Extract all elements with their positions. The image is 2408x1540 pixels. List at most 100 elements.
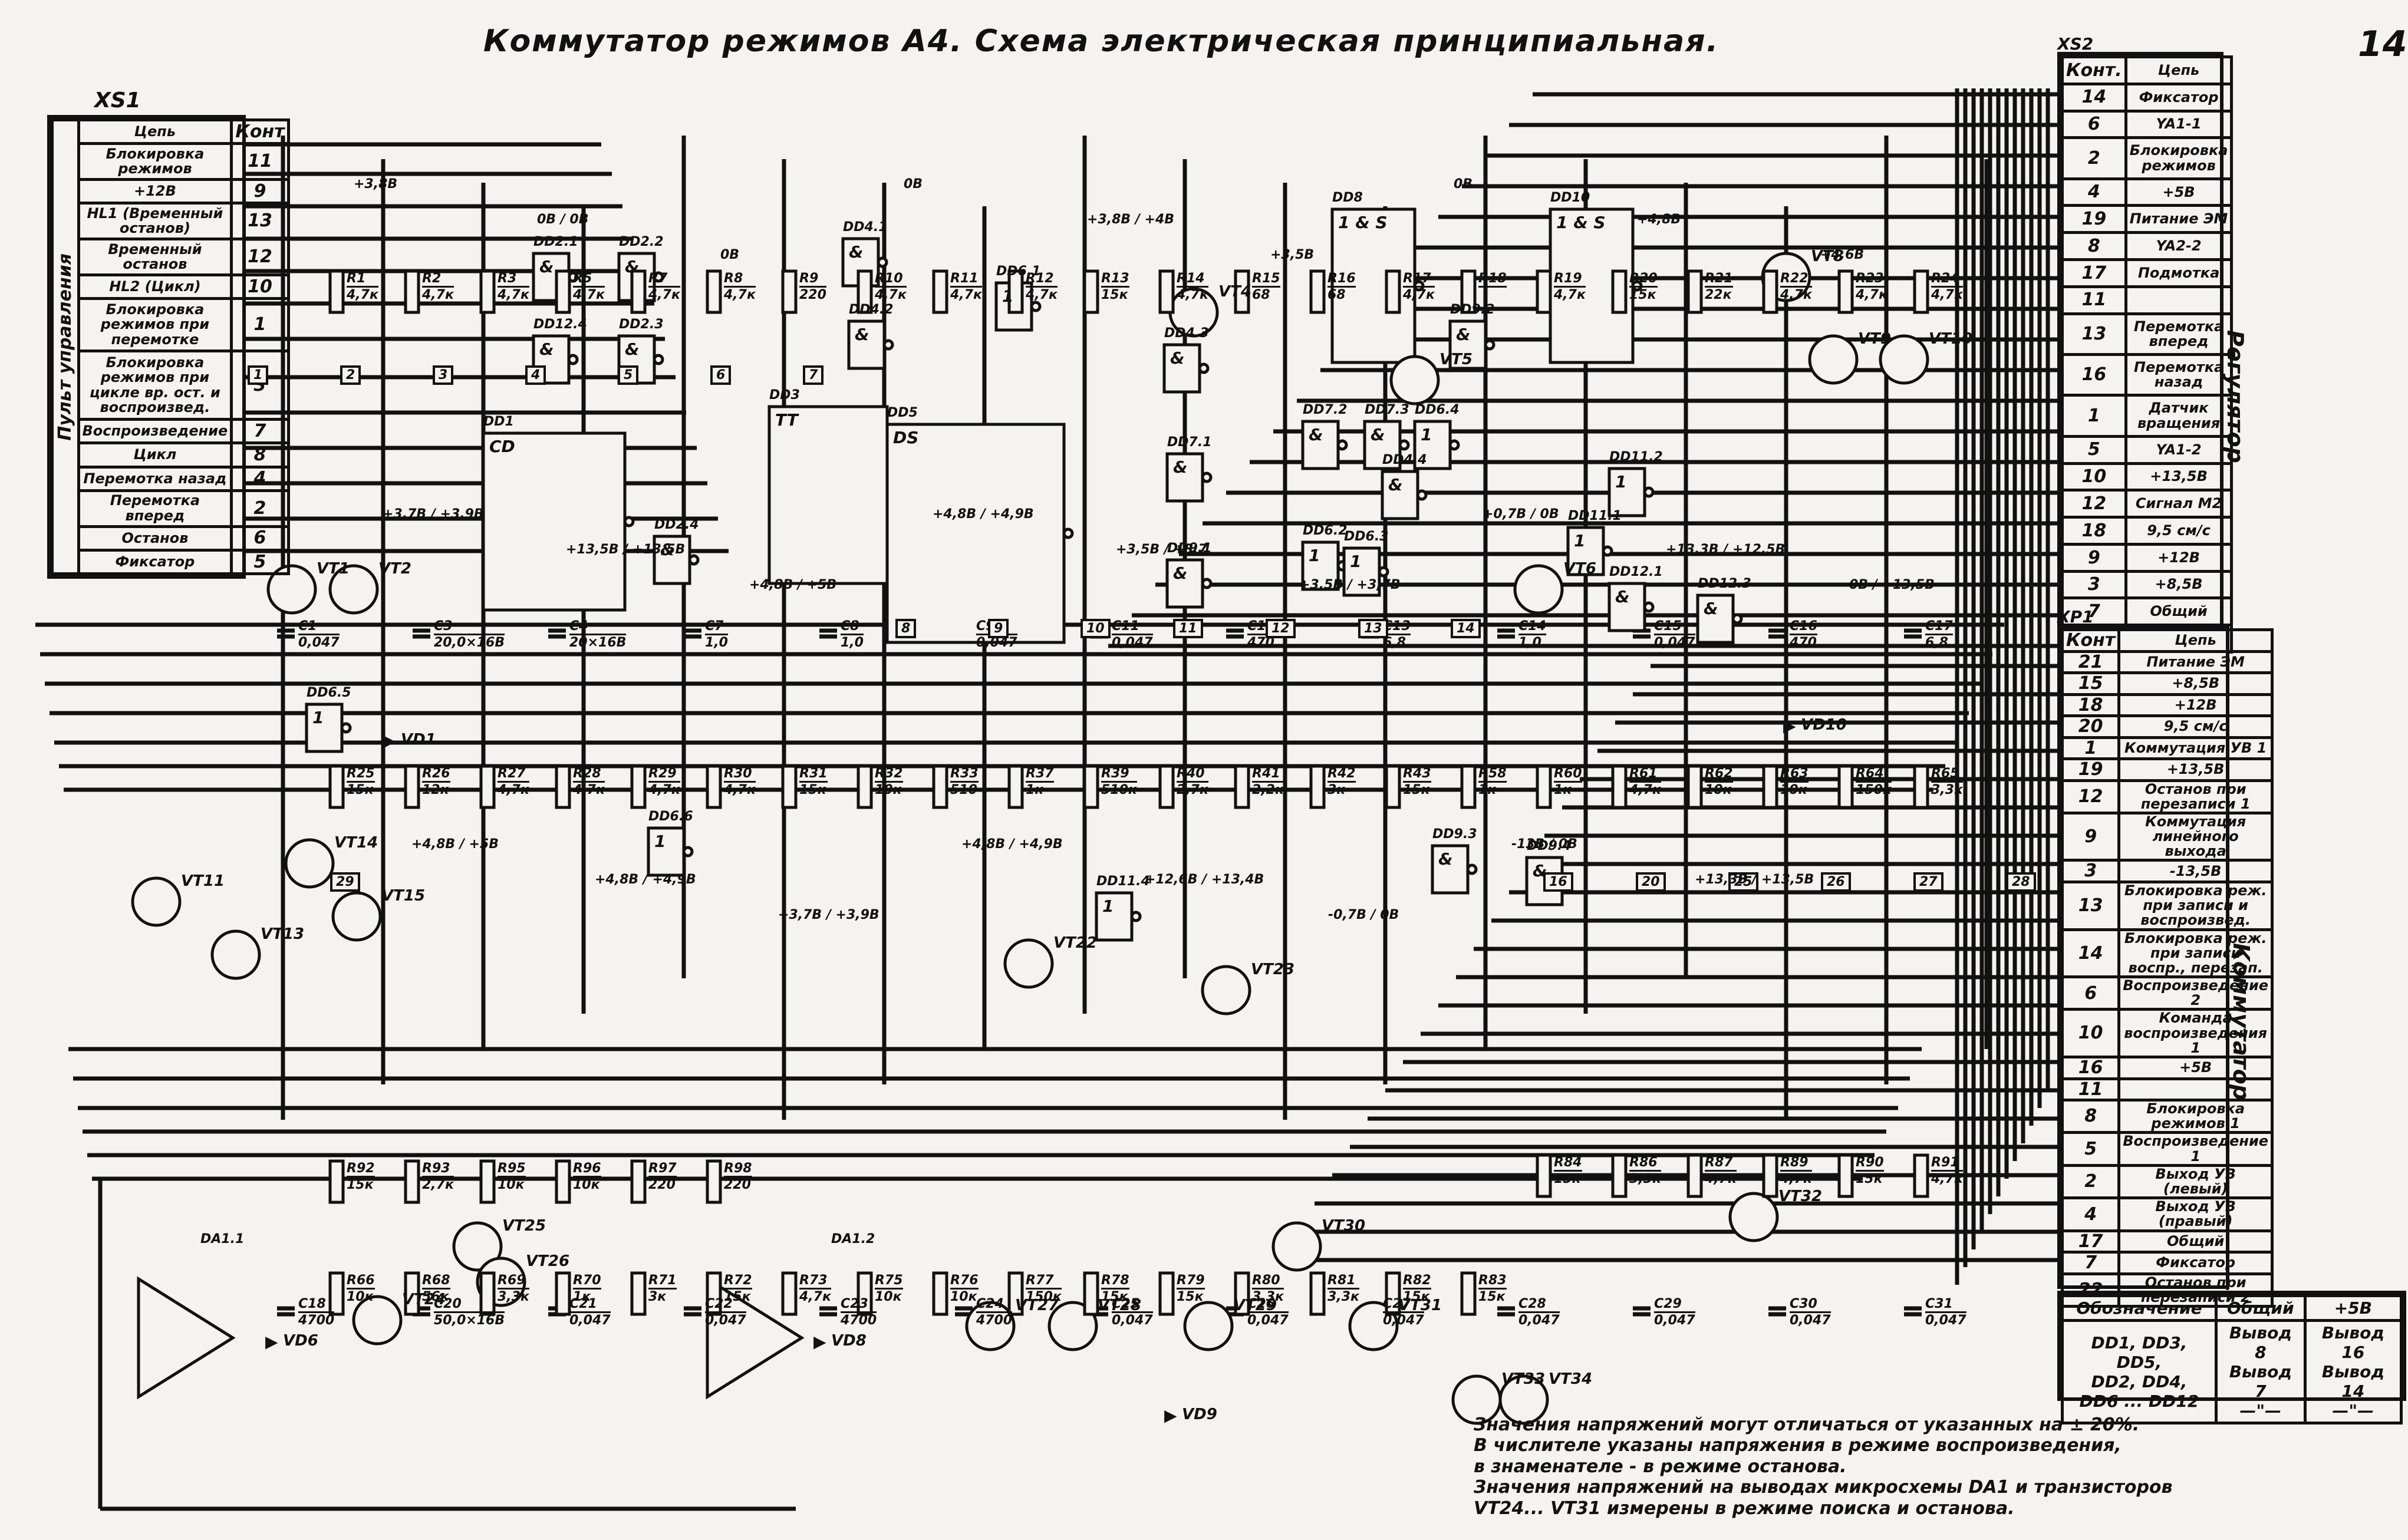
- capacitor-value: 0,047: [298, 635, 340, 650]
- inverter-bubble: [1378, 566, 1389, 578]
- xp1-pin: 10: [2060, 1008, 2121, 1058]
- resistor-symbol: [1234, 269, 1250, 314]
- ic-ref-label: DD6.3: [1344, 529, 1389, 544]
- resistor-symbol: [1536, 764, 1552, 809]
- ic-function-label: 1: [1002, 286, 1014, 306]
- resistor-ref: R63: [1780, 766, 1809, 783]
- xs2-pin: 5: [2061, 434, 2127, 465]
- resistor-ref: R9: [799, 271, 826, 288]
- capacitor-ref: C7: [705, 619, 728, 635]
- resistor-symbol: [1158, 269, 1175, 314]
- xs2-circuit: Общий: [2124, 596, 2234, 627]
- capacitor-ref: C21: [569, 1297, 611, 1313]
- xp1-pin: 8: [2060, 1098, 2121, 1135]
- resistor-value: 4,7к: [799, 1290, 831, 1304]
- resistor-ref: R87: [1705, 1155, 1737, 1172]
- resistor-symbol: [328, 764, 345, 809]
- ic-function-label: &: [1170, 348, 1185, 368]
- xp1-circuit: Воспроизведение 2: [2117, 975, 2274, 1011]
- ic-ref-label: DD6.2: [1303, 523, 1348, 538]
- transistor-symbol: [1808, 334, 1859, 385]
- capacitor-value: 4700: [298, 1313, 335, 1328]
- ic-ref-label: DD7.3: [1365, 403, 1409, 417]
- xp1-pin: 4: [2060, 1196, 2121, 1232]
- capacitor-value: 0,047: [1790, 1313, 1831, 1328]
- ic-body: [1448, 319, 1487, 370]
- xp1-circuit: +5В: [2117, 1056, 2274, 1080]
- xp1-side-label: Коммутатор: [2228, 943, 2254, 1101]
- inverter-bubble: [653, 354, 664, 365]
- ic-function-label: &: [1173, 563, 1188, 583]
- resistor-ref: R3: [498, 271, 529, 288]
- xp1-pin: 20: [2060, 714, 2121, 739]
- op-amp-symbol: [137, 1276, 236, 1400]
- voltage-label: -0,7В / 0В: [1328, 908, 1399, 922]
- ic-ref-label: DD11.2: [1609, 450, 1663, 464]
- transistor-symbol: [352, 1295, 403, 1346]
- xp1-circuit: +13,5В: [2117, 757, 2274, 782]
- resistor-value: 4,7к: [950, 288, 982, 302]
- xs2-row: 9+12В: [2061, 542, 2234, 573]
- resistor-symbol: [1611, 1153, 1628, 1198]
- resistor-symbol: [1837, 269, 1854, 314]
- xs2-pin: 12: [2061, 489, 2127, 519]
- transistor-ref-label: VT2: [378, 560, 411, 578]
- ic-ref-label: DD11.4: [1096, 874, 1150, 889]
- transistor-symbol: [1003, 938, 1054, 989]
- capacitor-ref: C23: [841, 1297, 877, 1313]
- transistor-symbol: [328, 564, 379, 615]
- resistor-symbol: [555, 269, 571, 314]
- resistor-ref: R76: [950, 1273, 979, 1290]
- inverter-bubble: [340, 722, 352, 734]
- xs1-pin: 7: [230, 418, 290, 445]
- resistor-value: 15к: [1554, 1172, 1581, 1186]
- diode-ref-label: VD6: [283, 1332, 318, 1350]
- resistor-symbol: [1686, 1153, 1703, 1198]
- voltage-label: +13,3В / +12,5В: [1666, 542, 1786, 557]
- capacitor-value: 1,0: [705, 635, 728, 650]
- transistor-symbol: [1513, 564, 1564, 615]
- transistor-ref-label: VT10: [1929, 330, 1973, 348]
- ic-ref-label: DD6.5: [307, 685, 351, 700]
- power-table-ic-group: DD1, DD3, DD5,: [2091, 1333, 2188, 1372]
- resistor-value: 2,7к: [422, 1178, 454, 1192]
- capacitor-value: 20×16В: [569, 635, 627, 650]
- resistor-symbol: [1385, 1271, 1401, 1316]
- xp1-pin: 15: [2060, 671, 2121, 696]
- resistor-ref: R80: [1252, 1273, 1284, 1290]
- resistor-ref: R8: [724, 271, 756, 288]
- resistor-symbol: [1007, 1271, 1024, 1316]
- net-tag: 3: [433, 365, 454, 385]
- voltage-label: +4,8В / +5В: [749, 578, 837, 592]
- xs2-pin: 7: [2061, 596, 2127, 627]
- xs1-pin: 13: [230, 202, 290, 241]
- ic-function-label: &: [1173, 457, 1188, 477]
- transistor-ref-label: VT32: [1778, 1188, 1823, 1205]
- resistor-value: 22к: [1705, 288, 1732, 302]
- transistor-ref-label: VT23: [1251, 961, 1295, 978]
- resistor-value: 3,3к: [498, 1290, 529, 1304]
- diode-icon: ▶: [265, 1332, 278, 1351]
- inverter-bubble: [1448, 439, 1460, 451]
- ic-function-label: 1: [1615, 472, 1627, 492]
- resistor-value: 15к: [799, 783, 826, 797]
- xp1-circuit: +8,5В: [2117, 671, 2274, 696]
- ic-body: [305, 703, 344, 753]
- resistor-symbol: [1762, 764, 1778, 809]
